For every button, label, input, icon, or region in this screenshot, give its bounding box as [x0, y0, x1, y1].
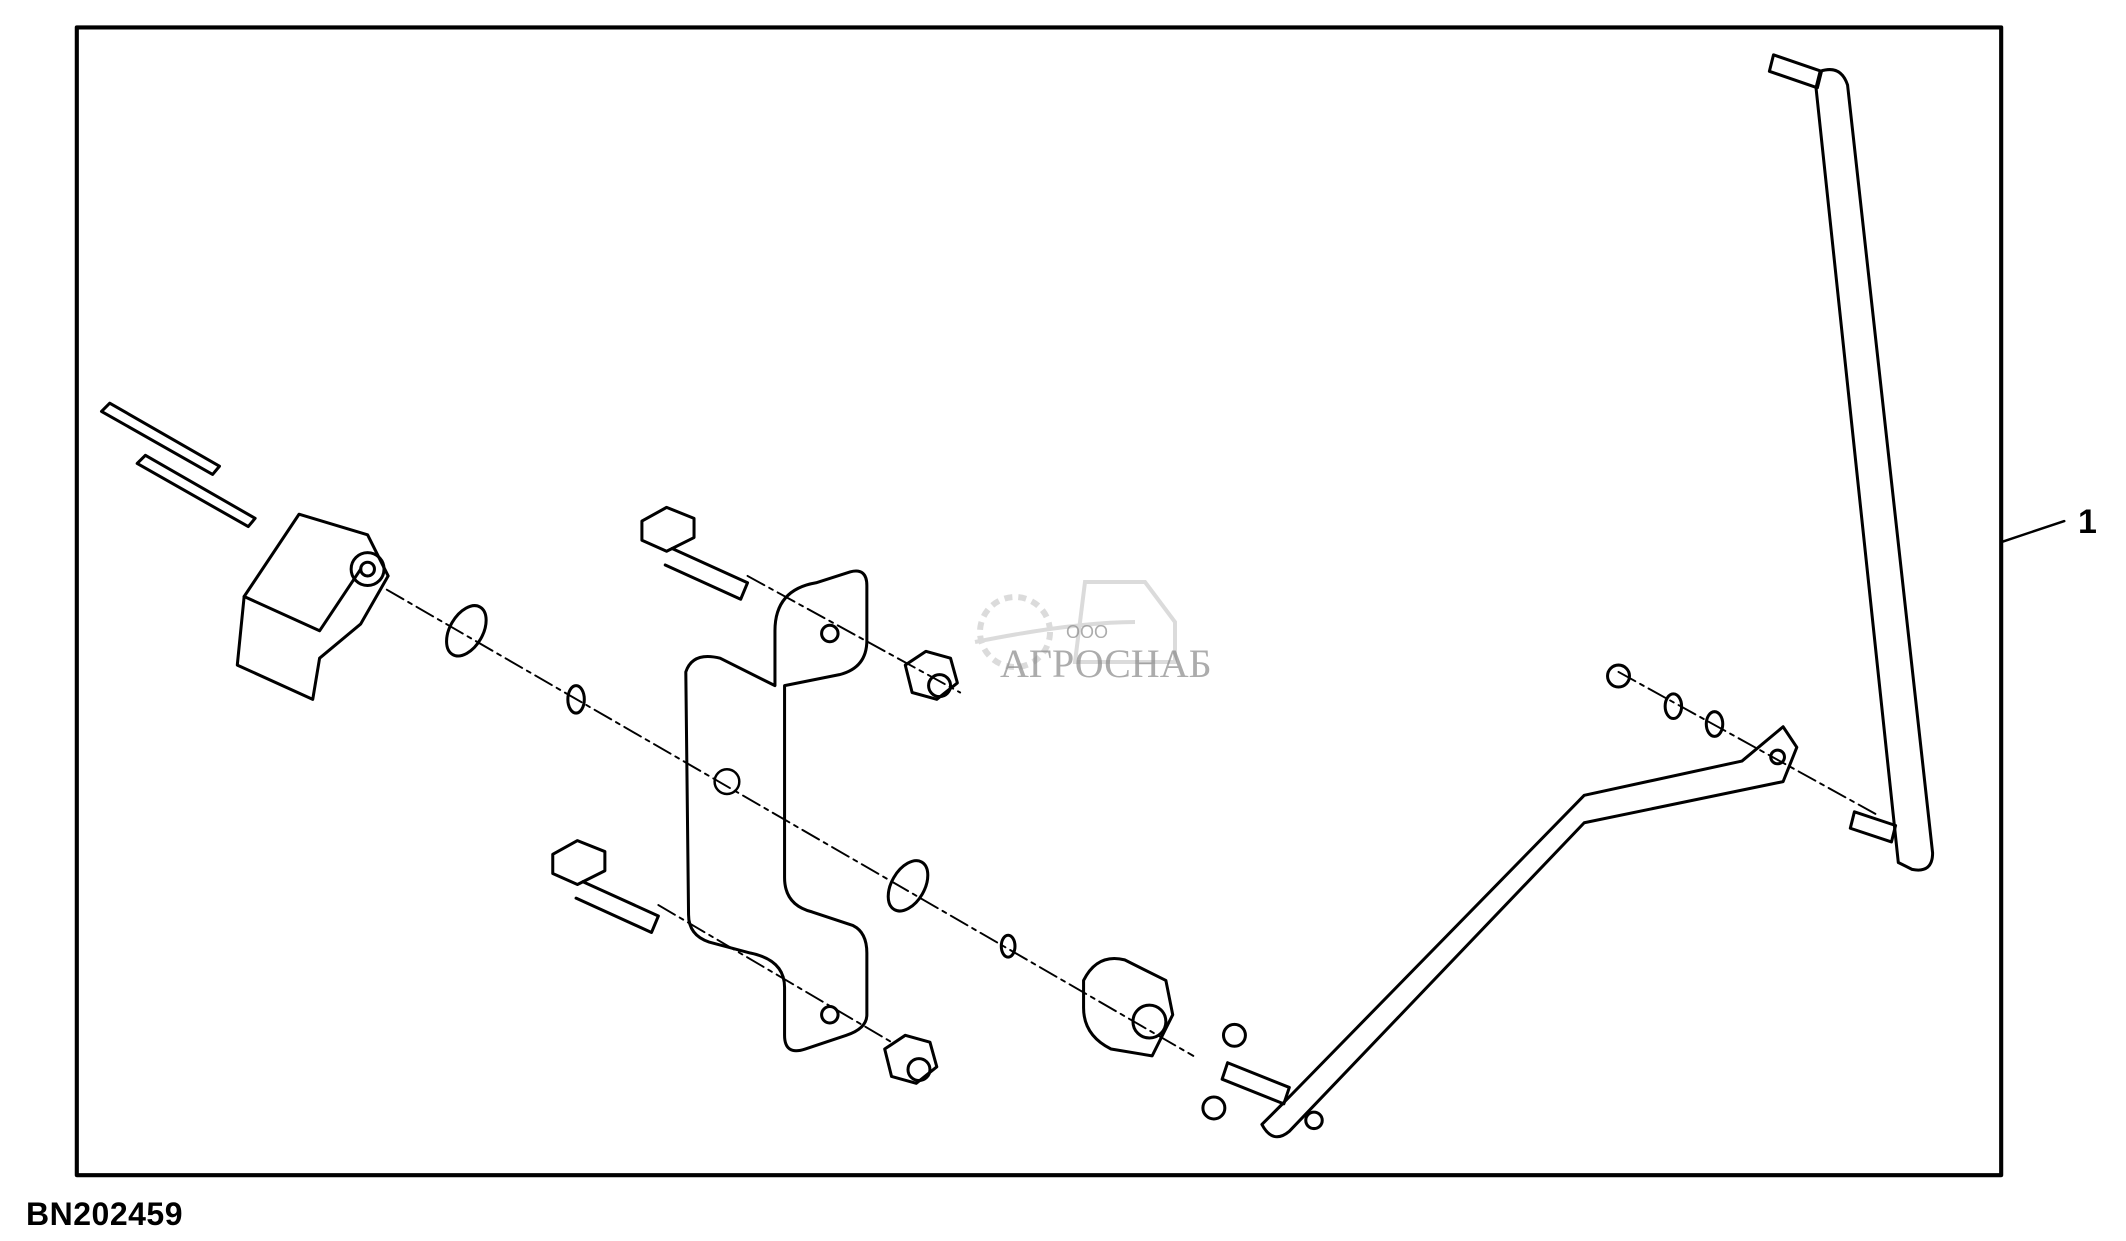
o-ring: [886, 859, 930, 913]
figure-id: BN202459: [26, 1196, 183, 1232]
bracket-hole: [820, 623, 840, 644]
assembly-centerlines: [385, 574, 1881, 1057]
watermark-logo: [965, 562, 1205, 692]
washer: [1663, 692, 1725, 738]
arm-hole: [1304, 1110, 1324, 1131]
arm-hole: [1769, 748, 1786, 766]
retaining-clip: [566, 684, 586, 715]
mounting-bracket: [684, 569, 869, 1053]
flange-nut: [883, 649, 959, 1085]
callout-leader: [2001, 519, 2066, 543]
watermark-prefix: ООО: [1066, 622, 1109, 642]
linkage-arm: [1260, 725, 1799, 1139]
pivot-pin: [1220, 1061, 1291, 1106]
bracket-hole: [820, 1005, 840, 1025]
control-rod: [1767, 53, 1935, 872]
small-nut: [1201, 663, 1631, 1121]
pivot-block: [1082, 957, 1175, 1058]
flange-bolt: [551, 505, 750, 934]
sensor-block: [235, 512, 390, 701]
retaining-clip: [999, 933, 1017, 959]
bracket-hole: [713, 768, 741, 796]
callout-number: 1: [2078, 503, 2097, 541]
watermark-name: АГРОСНАБ: [1000, 641, 1212, 686]
o-ring: [445, 604, 488, 658]
long-bolt: [99, 401, 257, 529]
diagram-frame: [74, 25, 2004, 1178]
